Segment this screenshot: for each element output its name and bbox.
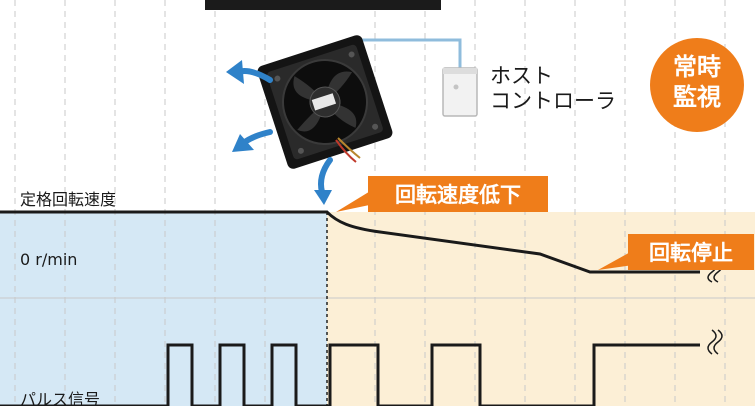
rotation-stop-callout: 回転停止 <box>628 234 754 270</box>
host-label-line1: ホスト <box>490 64 553 88</box>
rated-speed-label: 定格回転速度 <box>20 190 117 209</box>
monitoring-badge-circle <box>650 38 744 132</box>
monitoring-badge: 常時 監視 <box>650 52 744 112</box>
host-controller-label: ホスト コントローラ <box>490 64 616 114</box>
host-label-line2: コントローラ <box>490 89 616 113</box>
pulse-signal-label: パルス信号 <box>20 390 101 406</box>
badge-line1: 常時 <box>673 53 721 81</box>
top-bar <box>205 0 441 10</box>
normal-zone <box>0 212 327 406</box>
speed-drop-callout: 回転速度低下 <box>368 176 548 212</box>
airflow-arrows <box>226 60 333 205</box>
cooling-fan-icon <box>257 35 393 169</box>
pulse-signal-waveform <box>0 343 700 406</box>
rotation-speed-line <box>0 210 700 274</box>
zero-speed-label: 0 r/min <box>20 250 78 269</box>
server-box-icon <box>442 67 478 117</box>
badge-line2: 監視 <box>673 83 721 111</box>
